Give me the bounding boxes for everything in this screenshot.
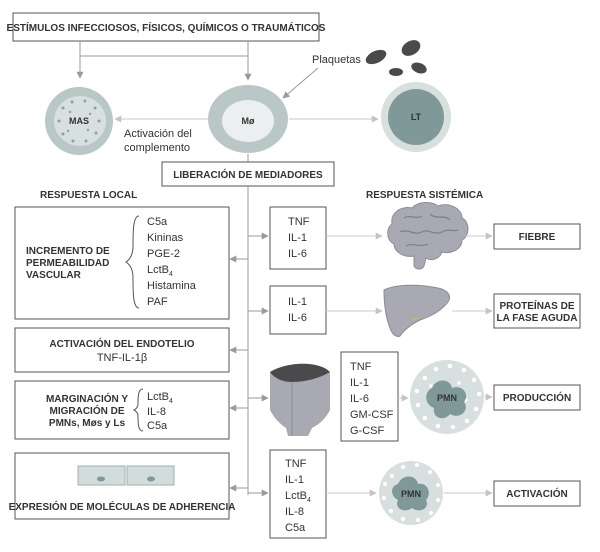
mas-cell: MAS xyxy=(45,87,113,155)
marginacion-title-2: MIGRACIÓN DE xyxy=(50,404,125,417)
platelets-label: Plaquetas xyxy=(312,54,361,66)
m3-item-4: GM-CSF xyxy=(350,409,394,421)
marg-item-3: C5a xyxy=(147,420,168,432)
local-response-title: RESPUESTA LOCAL xyxy=(40,190,137,201)
endothelial-cell-1 xyxy=(77,465,126,486)
mo-cell: Mø xyxy=(208,85,288,153)
pmn-cell-1: PMN xyxy=(410,360,484,434)
m4-item-1: TNF xyxy=(285,458,307,470)
arrow-to-mo xyxy=(80,55,252,81)
lt-cell: LT xyxy=(381,82,451,152)
m1-item-1: TNF xyxy=(288,216,310,228)
adherencia-box: EXPRESIÓN DE MOLÉCULAS DE ADHERENCIA xyxy=(9,452,236,520)
perm-item-2: Kininas xyxy=(147,232,184,244)
m3-item-2: IL-1 xyxy=(350,377,369,389)
proteinas-label-1: PROTEÍNAS DE xyxy=(499,299,574,312)
marginacion-box: MARGINACIÓN Y MIGRACIÓN DE PMNs, Møs y L… xyxy=(14,380,230,440)
bone-marrow-icon xyxy=(270,363,330,436)
permeabilidad-title-1: INCREMENTO DE xyxy=(26,246,110,257)
endothelial-cell-2 xyxy=(126,465,175,486)
liberacion-box: LIBERACIÓN DE MEDIADORES xyxy=(161,161,335,187)
endotelio-items: TNF-IL-1β xyxy=(97,352,147,364)
m1-item-2: IL-1 xyxy=(288,232,307,244)
m4-item-4: IL-8 xyxy=(285,506,304,518)
mediator-box-4: TNF IL-1 LctB4 IL-8 C5a xyxy=(269,449,327,539)
endotelio-box: ACTIVACIÓN DEL ENDOTELIO TNF-IL-1β xyxy=(14,327,230,373)
marg-item-2: IL-8 xyxy=(147,406,166,418)
marginacion-title-1: MARGINACIÓN Y xyxy=(46,392,128,405)
marg-item-1: LctB4 xyxy=(147,391,173,405)
m3-item-1: TNF xyxy=(350,361,372,373)
mediator-box-1: TNF IL-1 IL-6 xyxy=(269,206,327,270)
permeabilidad-title-2: PERMEABILIDAD xyxy=(26,258,109,269)
m3-item-5: G-CSF xyxy=(350,425,385,437)
fiebre-box: FIEBRE xyxy=(493,223,581,250)
permeabilidad-box: INCREMENTO DE PERMEABILIDAD VASCULAR C5a… xyxy=(14,206,230,320)
marginacion-brace xyxy=(132,388,144,432)
proteinas-label-2: LA FASE AGUDA xyxy=(497,313,578,324)
fiebre-label: FIEBRE xyxy=(519,232,556,243)
endotelio-title: ACTIVACIÓN DEL ENDOTELIO xyxy=(49,337,194,350)
perm-item-1: C5a xyxy=(147,216,168,228)
mediator-box-2: IL-1 IL-6 xyxy=(269,285,327,335)
pmn-cell-2: PMN xyxy=(379,461,443,525)
mo-label: Mø xyxy=(242,116,255,126)
activacion-box: ACTIVACIÓN xyxy=(493,480,581,507)
brain-icon xyxy=(387,202,469,270)
m2-item-2: IL-6 xyxy=(288,312,307,324)
systemic-response-title: RESPUESTA SISTÉMICA xyxy=(366,188,483,201)
perm-item-3: PGE-2 xyxy=(147,248,180,260)
m4-item-2: IL-1 xyxy=(285,474,304,486)
proteinas-box: PROTEÍNAS DE LA FASE AGUDA xyxy=(493,293,581,329)
complement-line1: Activación del xyxy=(124,128,192,140)
permeabilidad-title-3: VASCULAR xyxy=(26,270,82,281)
m2-item-1: IL-1 xyxy=(288,296,307,308)
m1-item-3: IL-6 xyxy=(288,248,307,260)
platelets: Plaquetas xyxy=(312,40,427,76)
produccion-box: PRODUCCIÓN xyxy=(493,384,581,411)
complement-line2: complemento xyxy=(124,142,190,154)
liver-icon xyxy=(383,284,451,337)
m4-item-5: C5a xyxy=(285,522,306,534)
produccion-label: PRODUCCIÓN xyxy=(503,391,571,404)
liberacion-label: LIBERACIÓN DE MEDIADORES xyxy=(173,168,323,181)
perm-item-6: PAF xyxy=(147,296,168,308)
m4-item-3: LctB4 xyxy=(285,490,311,504)
perm-item-5: Histamina xyxy=(147,280,197,292)
activacion-label: ACTIVACIÓN xyxy=(506,487,567,500)
pmn2-label: PMN xyxy=(401,489,421,499)
perm-item-4: LctB4 xyxy=(147,264,173,278)
adherencia-title: EXPRESIÓN DE MOLÉCULAS DE ADHERENCIA xyxy=(9,500,236,513)
permeabilidad-brace xyxy=(125,215,140,309)
mediator-box-3: TNF IL-1 IL-6 GM-CSF G-CSF xyxy=(340,351,399,442)
stimuli-box: ESTÍMULOS INFECCIOSOS, FÍSICOS, QUÍMICOS… xyxy=(7,12,326,42)
m3-item-3: IL-6 xyxy=(350,393,369,405)
arrow-platelets-to-mo xyxy=(282,67,319,99)
marginacion-title-3: PMNs, Møs y Ls xyxy=(49,418,126,429)
mas-label: MAS xyxy=(69,116,89,126)
lt-label: LT xyxy=(411,112,422,122)
stimuli-label: ESTÍMULOS INFECCIOSOS, FÍSICOS, QUÍMICOS… xyxy=(7,21,326,34)
pmn1-label: PMN xyxy=(437,393,457,403)
